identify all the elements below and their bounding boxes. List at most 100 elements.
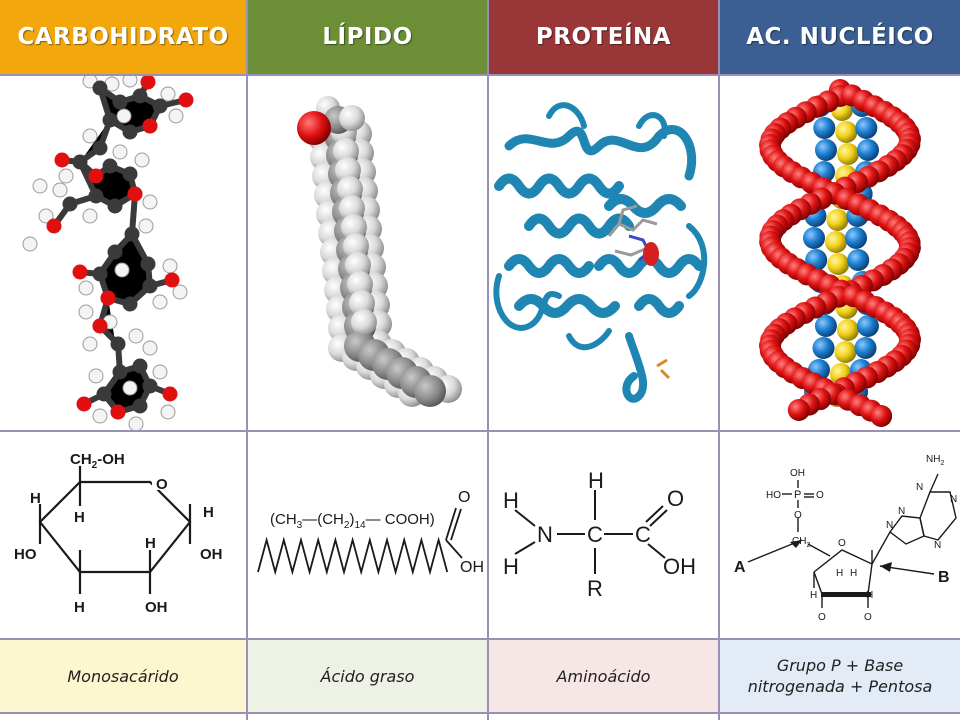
hydrogen-atom <box>82 336 98 352</box>
grid-divider <box>0 430 960 432</box>
backbone-atom <box>870 405 893 427</box>
base-atom <box>814 315 837 337</box>
n-label: N <box>934 540 941 551</box>
oh-label: OH <box>145 599 168 616</box>
ch2-label: CH <box>792 536 806 547</box>
oxygen-atom <box>162 386 178 402</box>
carbon-atom <box>62 196 78 212</box>
carboxyl-carbon-label: C <box>635 522 651 547</box>
hydrogen-atom <box>32 178 48 194</box>
grid-divider <box>0 74 960 76</box>
footer-nucleico-line1: Grupo P + Base <box>776 656 904 675</box>
carbohydrate-3d-model <box>22 76 194 430</box>
hydrogen-atom <box>142 340 158 356</box>
base-atom <box>803 227 826 249</box>
hydrogen-atom <box>347 271 373 297</box>
nitrogen-label: N <box>537 522 553 547</box>
oxygen-atom <box>164 272 180 288</box>
oxygen-atom <box>46 218 62 234</box>
hydrogen-atom <box>339 105 365 131</box>
base-atom <box>856 139 879 161</box>
oxygen-atom <box>54 152 70 168</box>
oxygen-atom <box>140 76 156 90</box>
footer-proteina: Aminoácido <box>489 640 718 712</box>
oxygen-label: O <box>794 510 802 521</box>
carbon-atom <box>132 398 148 414</box>
base-atom <box>835 121 858 143</box>
h-label: H <box>810 590 817 601</box>
formula-part-d: — COOH) <box>366 511 435 528</box>
oxygen-atom <box>92 318 108 334</box>
base-atom <box>812 337 835 359</box>
oxygen-label: O <box>816 490 824 501</box>
svg-text:CH2-OH: CH2-OH <box>70 451 125 471</box>
carbon-atom <box>122 296 138 312</box>
oxygen-label: O <box>458 489 470 506</box>
base-atom <box>847 249 870 271</box>
hydrogen-atom <box>142 194 158 210</box>
hydrogen-atom <box>128 416 144 430</box>
n-label: N <box>886 520 893 531</box>
hydrogen-atom <box>88 368 104 384</box>
oxygen-label: O <box>818 612 826 623</box>
h-label: H <box>850 568 857 579</box>
h-label: H <box>503 488 519 513</box>
carbon-atom <box>88 188 104 204</box>
carbon-atom <box>132 358 148 374</box>
hydrogen-atom <box>168 108 184 124</box>
hydrogen-atom <box>345 252 371 278</box>
formula-part-b: —(CH <box>302 511 344 528</box>
oxygen-atom <box>72 264 88 280</box>
carbon-atom <box>102 112 118 128</box>
hydroxyl-label: HO <box>766 490 781 501</box>
grid-divider <box>0 712 960 714</box>
hydrogen-atom <box>116 108 132 124</box>
n-label: N <box>916 482 923 493</box>
oxygen-atom <box>127 186 143 202</box>
h-label: H <box>74 599 85 616</box>
footer-nucleico-line2: nitrogenada + Pentosa <box>747 677 933 696</box>
hydrogen-atom <box>82 208 98 224</box>
base-atom <box>856 315 879 337</box>
h-label: H <box>30 490 41 507</box>
carbon-atom <box>122 124 138 140</box>
hydrogen-atom <box>341 214 367 240</box>
ring-oxygen-label: O <box>838 538 846 549</box>
phosphorus-label: P <box>794 489 801 501</box>
svg-text:NH2: NH2 <box>926 454 944 467</box>
carbon-atom <box>96 386 112 402</box>
hydrogen-atom <box>78 304 94 320</box>
carbon-atom <box>107 198 123 214</box>
base-atom <box>834 341 857 363</box>
n-label: N <box>950 494 957 505</box>
hydroxyl-label: OH <box>790 468 805 479</box>
hydrogen-atom <box>92 408 108 424</box>
carbon-atom <box>112 94 128 110</box>
oxygen-label: O <box>667 486 684 511</box>
hydrogen-atom <box>134 152 150 168</box>
hydrogen-atom <box>52 182 68 198</box>
backbone-atom <box>787 399 810 421</box>
hydrogen-atom <box>162 258 178 274</box>
ho-label: HO <box>14 546 37 563</box>
formula-sub-3: 3 <box>297 520 303 531</box>
carbon-atom <box>122 166 138 182</box>
svg-text:(CH3—(CH2)14— COOH): (CH3—(CH2)14— COOH) <box>270 511 435 531</box>
alpha-carbon-label: C <box>587 522 603 547</box>
grid-divider <box>718 0 720 720</box>
base-atom <box>814 139 837 161</box>
formula-sub-14: 14 <box>354 520 366 531</box>
base-atom <box>813 117 836 139</box>
base-atom <box>854 337 877 359</box>
hydrogen-atom <box>152 364 168 380</box>
ring-oxygen-label: O <box>156 476 168 493</box>
oxygen-atom <box>142 118 158 134</box>
footer-carbohidrato: Monosacárido <box>0 640 246 712</box>
oxygen-atom <box>88 168 104 184</box>
fatty-acid-structural-formula: (CH3—(CH2)14— COOH) O OH <box>257 489 484 576</box>
amine-subscript: 2 <box>940 460 944 467</box>
base-atom <box>825 231 848 253</box>
carbon-atom <box>92 266 108 282</box>
hydrogen-atom <box>78 280 94 296</box>
hydrogen-atom <box>138 218 154 234</box>
